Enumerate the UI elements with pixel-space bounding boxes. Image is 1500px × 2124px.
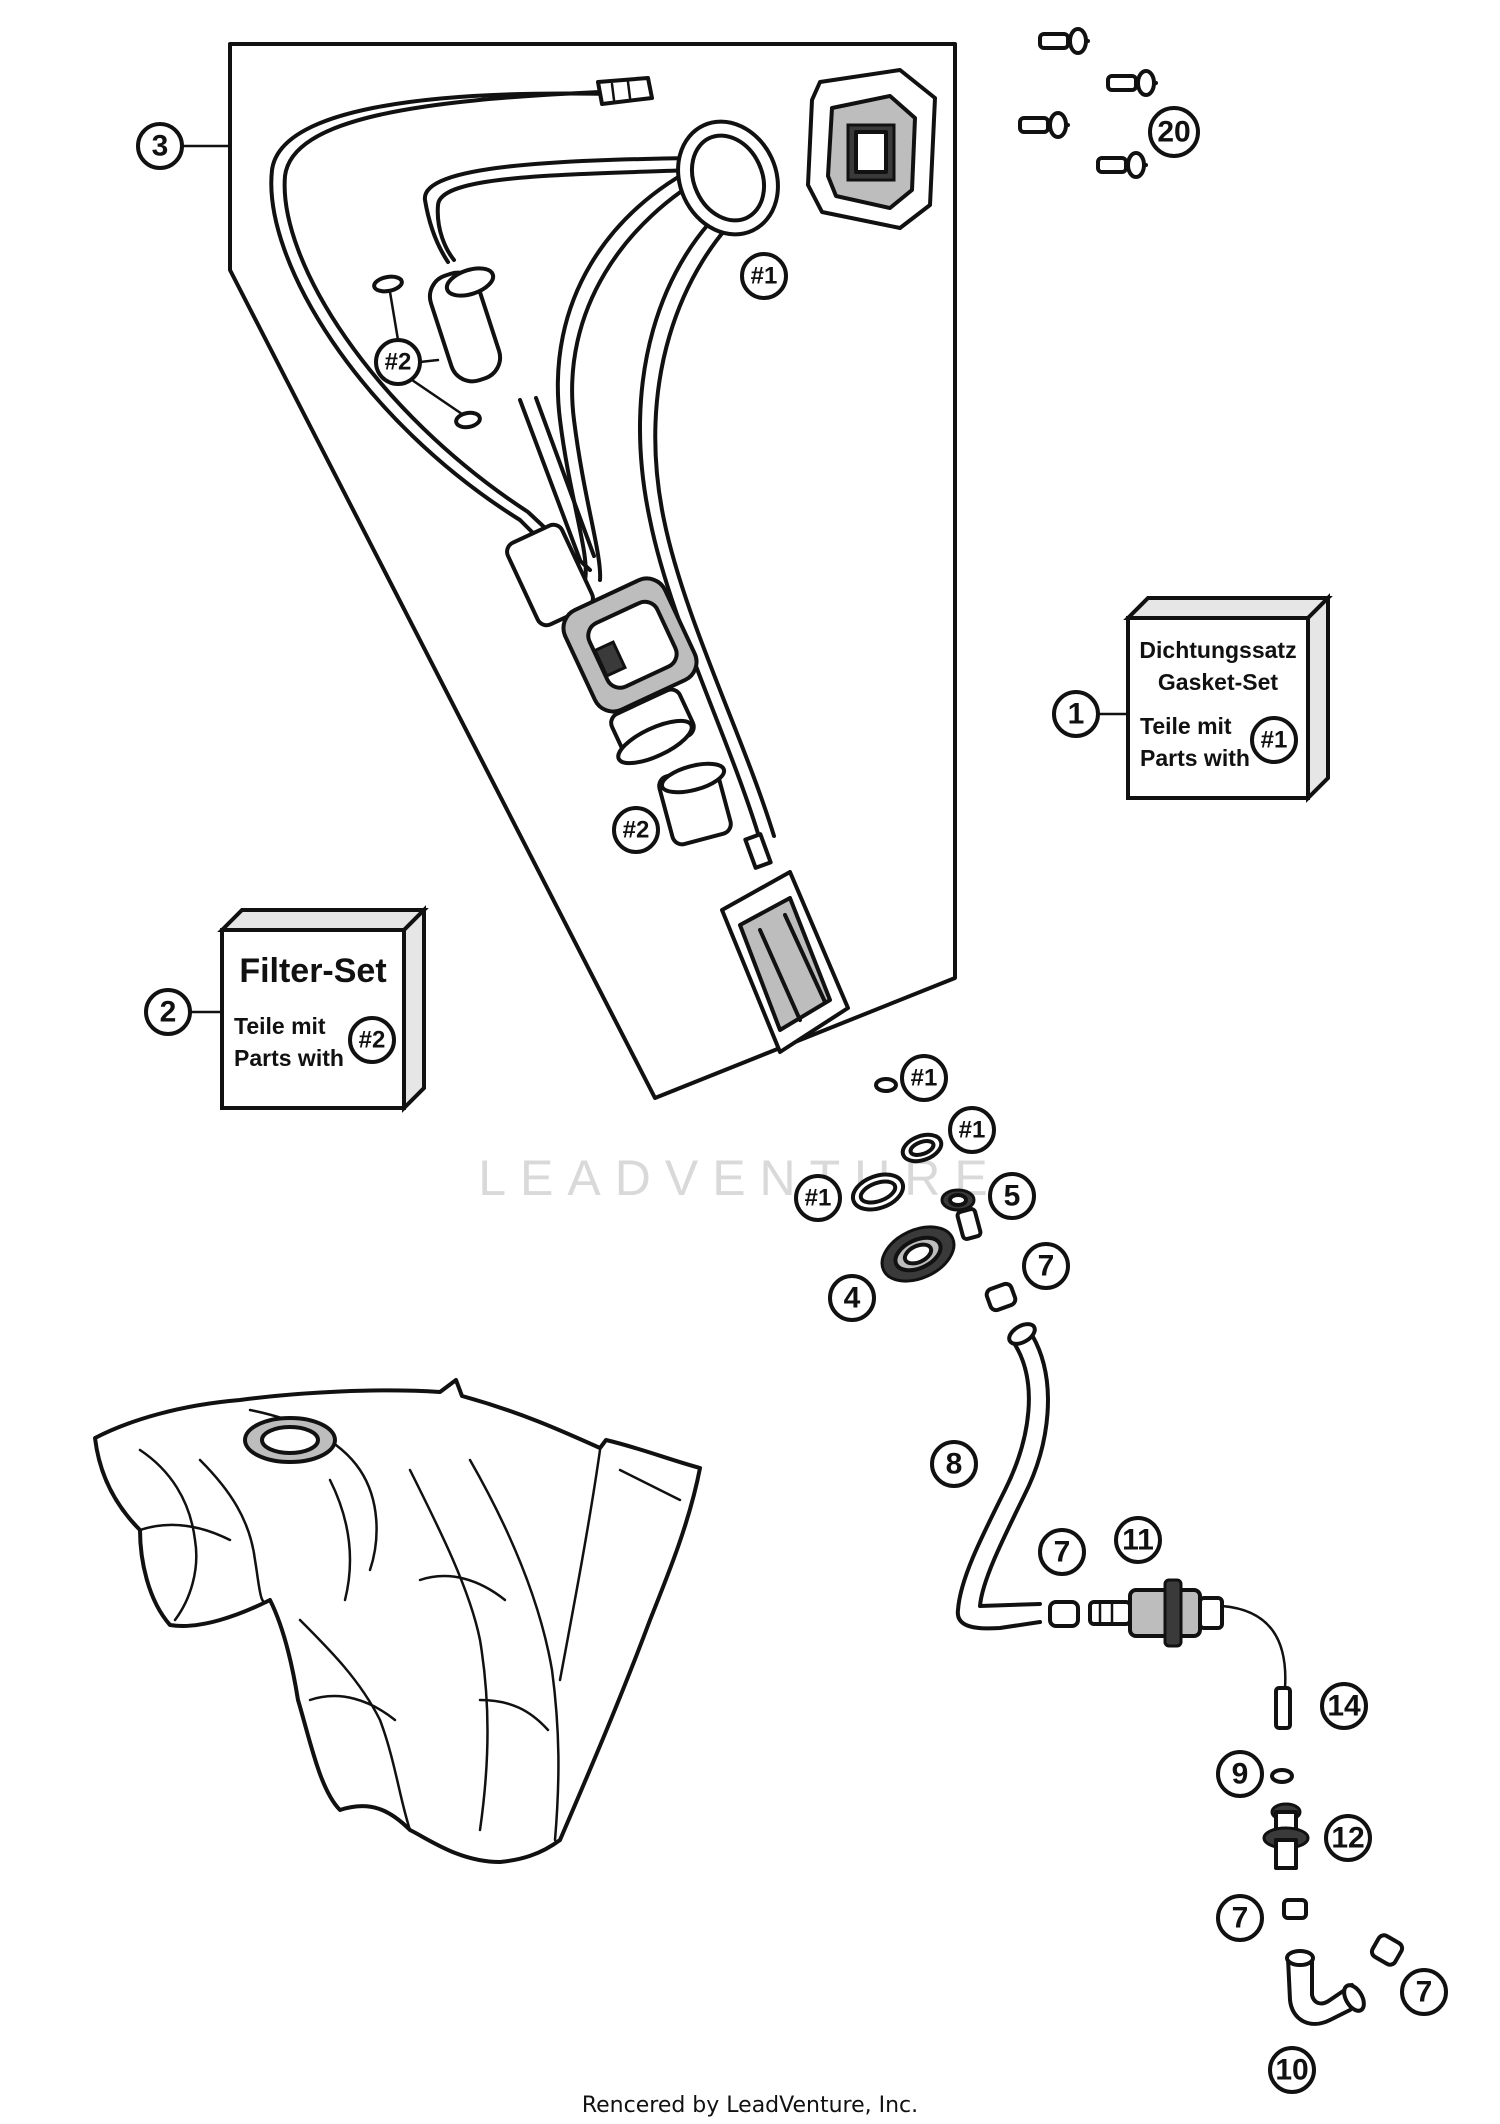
callout-7d: 7 [1400,1968,1448,2016]
callout-3: 3 [136,122,184,170]
svg-text:8: 8 [946,1448,963,1481]
callout-10: 10 [1268,2046,1316,2094]
o-ring-large [850,1172,906,1212]
fuel-tank [93,1378,702,1864]
svg-text:#2: #2 [623,817,650,844]
callout-7a: 7 [1022,1242,1070,1290]
svg-text:#1: #1 [805,1185,832,1212]
leader-m2-filter-c [410,378,464,416]
o-ring-small [874,1077,898,1093]
svg-text:7: 7 [1232,1902,1249,1935]
elbow-hose-10 [1285,1949,1366,2026]
gasket-box-line2: Gasket-Set [1158,669,1279,695]
footer-credit: Rencered by LeadVenture, Inc. [582,2093,918,2118]
callout-12: 12 [1324,1814,1372,1862]
screws-20 [1018,27,1158,179]
callout-7c: 7 [1216,1894,1264,1942]
hose-clamp-7d [1369,1933,1405,1967]
svg-text:12: 12 [1331,1822,1364,1855]
callout-5: 5 [988,1172,1036,1220]
fitting-5 [940,1188,983,1241]
svg-text:20: 20 [1157,116,1190,149]
nut-4 [880,1225,956,1283]
watermark: LEADVENTURE [478,1150,1002,1206]
callout-1: 1 [1052,690,1100,738]
svg-text:5: 5 [1004,1180,1021,1213]
gasket-box-line4: Parts with [1140,745,1250,771]
leader-m2-filter-a [388,290,400,342]
filter-box-title: Filter-Set [239,952,386,990]
svg-text:#1: #1 [751,263,778,290]
flange-seal-ring [676,119,780,237]
o-ring-medium [900,1132,944,1164]
pin-14 [1274,1686,1292,1730]
callout-7b: 7 [1038,1528,1086,1576]
callout-2: 2 [144,988,192,1036]
screw [1018,111,1070,139]
fuel-strainer [657,761,733,847]
gasket-box-line1: Dichtungssatz [1139,637,1296,663]
callout-8: 8 [930,1440,978,1488]
hose-clamp-7c [1282,1898,1308,1920]
callout-9: 9 [1216,1750,1264,1798]
svg-text:11: 11 [1122,1524,1154,1557]
svg-text:9: 9 [1232,1758,1249,1791]
leader-m2-filter-b [418,358,440,364]
filter-box-line2: Parts with [234,1045,344,1071]
filter-box-marker: #2 [359,1027,386,1054]
hose-clamp-7a [984,1281,1018,1313]
connector-leader [1220,1604,1287,1690]
svg-text:3: 3 [152,130,169,163]
gasket-box-marker: #1 [1261,727,1288,754]
svg-text:7: 7 [1416,1976,1433,2009]
callout-m1-c: #1 [794,1174,842,1222]
callout-m1-b: #1 [948,1106,996,1154]
svg-text:4: 4 [844,1282,861,1315]
washer-9 [1270,1768,1294,1784]
filter-box-line1: Teile mit [234,1013,326,1039]
callout-m1-a: #1 [900,1054,948,1102]
svg-text:7: 7 [1054,1536,1071,1569]
fuel-hose-8 [955,1322,1050,1631]
hose-clamp-7b [1048,1600,1080,1628]
screw [1038,27,1090,55]
screw [1106,69,1158,97]
callout-14: 14 [1320,1682,1368,1730]
svg-text:#1: #1 [959,1117,986,1144]
callout-m1-seal: #1 [740,252,788,300]
fuel-hoses [269,90,776,842]
svg-text:10: 10 [1275,2054,1308,2087]
callout-m2-filter: #2 [374,338,422,386]
callout-20: 20 [1148,106,1200,158]
svg-text:#2: #2 [385,349,412,376]
svg-text:14: 14 [1327,1690,1361,1723]
gasket-box-line3: Teile mit [1140,713,1232,739]
gasket-set-box: Dichtungssatz Gasket-Set Teile mit Parts… [1123,593,1333,803]
svg-text:1: 1 [1068,698,1085,731]
inline-fuel-filter [372,266,503,430]
callout-11: 11 [1114,1516,1162,1564]
quick-connector-11 [1088,1578,1224,1648]
screw [1096,151,1148,179]
fuel-pump-body [505,522,699,766]
callout-m2-strainer: #2 [612,806,660,854]
callout-4: 4 [828,1274,876,1322]
svg-text:7: 7 [1038,1250,1055,1283]
fuel-level-sensor [720,832,850,1054]
wire-connector [596,76,654,106]
valve-12 [1262,1802,1310,1870]
svg-text:2: 2 [160,996,177,1029]
pump-flange-head [806,68,937,230]
filter-set-box: Filter-Set Teile mit Parts with #2 [217,905,429,1113]
svg-text:#1: #1 [911,1065,938,1092]
